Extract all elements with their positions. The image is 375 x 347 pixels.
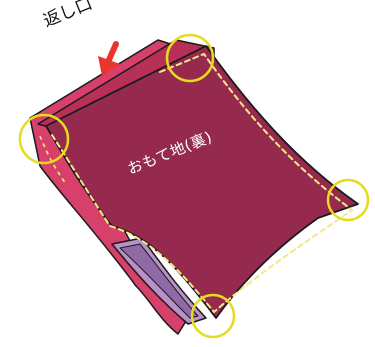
circle-highlight-icon	[165, 33, 215, 83]
seam-stitch-line	[49, 52, 354, 314]
lining-inner-fold	[119, 243, 199, 319]
down-arrow-icon	[98, 41, 120, 76]
circle-highlight-icon	[326, 178, 370, 222]
edge-stitch	[39, 135, 67, 185]
circle-highlight-icon	[18, 113, 70, 165]
circle-highlight-icon	[190, 293, 236, 339]
